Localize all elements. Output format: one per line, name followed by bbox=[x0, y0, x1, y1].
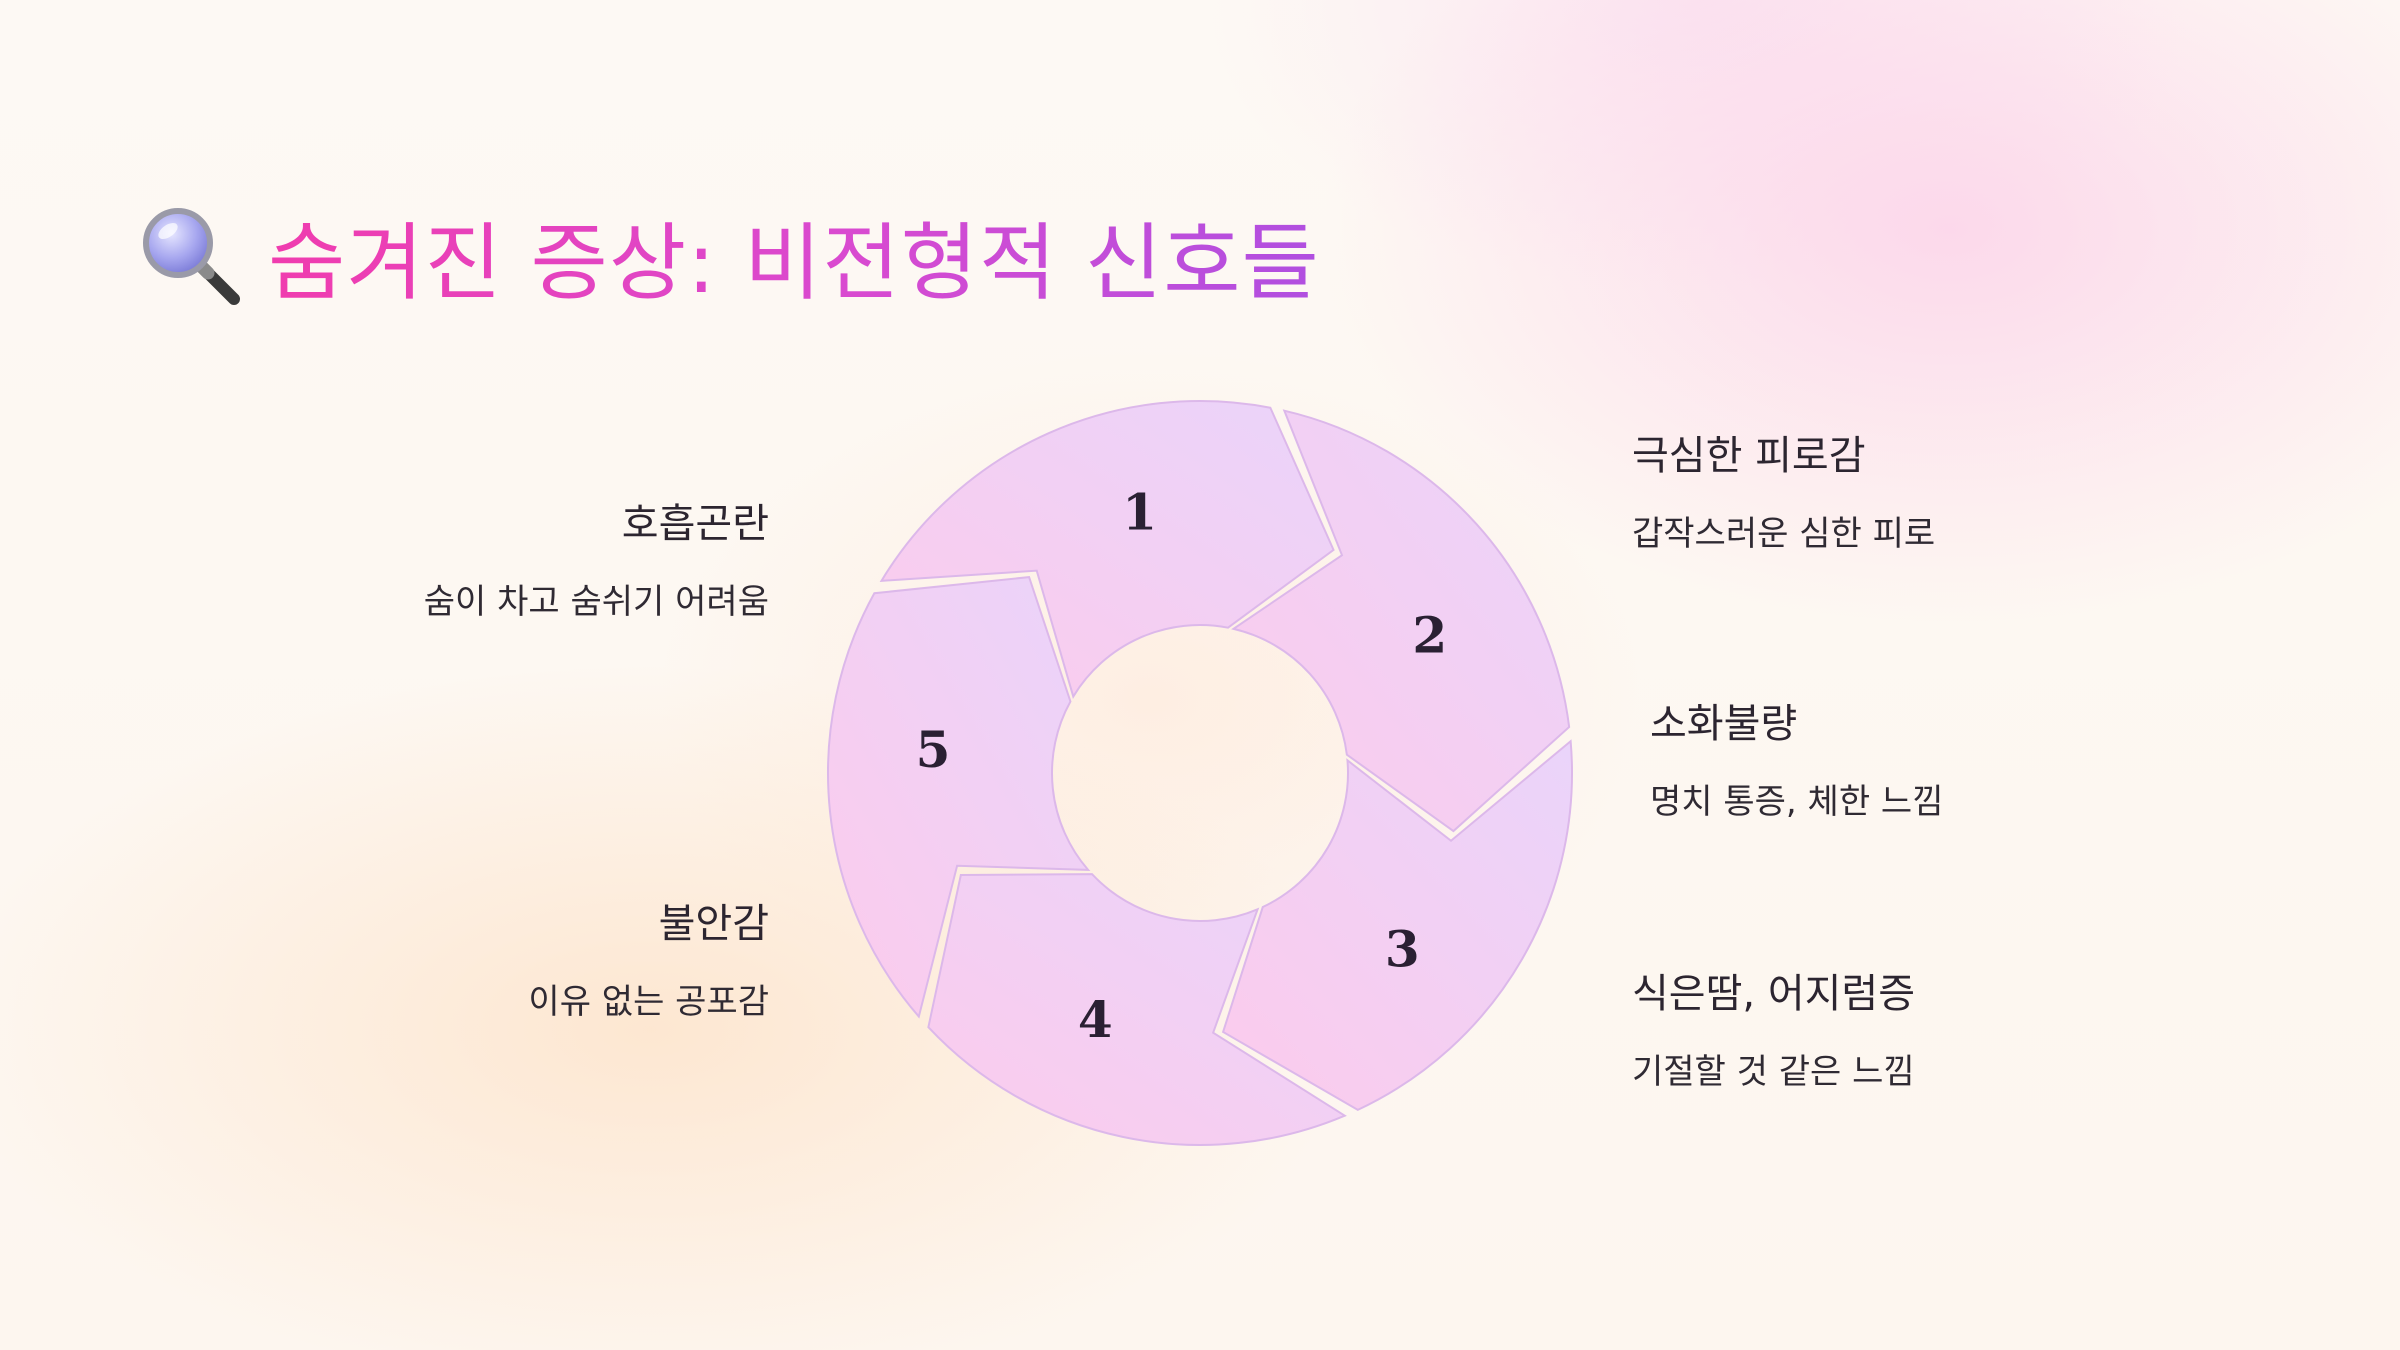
label-1-title: 호흡곤란 bbox=[621, 501, 769, 547]
segment-number-2: 2 bbox=[1412, 605, 1447, 664]
label-4-description: 기절할 것 같은 느낌 bbox=[1632, 1052, 1915, 1092]
segment-number-4: 4 bbox=[1078, 990, 1113, 1049]
label-2: 극심한 피로감 갑작스러운 심한 피로 bbox=[1632, 428, 1935, 558]
page-title: 숨겨진 증상: 비전형적 신호들 bbox=[136, 196, 1320, 316]
magnifying-glass-icon bbox=[143, 208, 240, 305]
cycle-segment-5 bbox=[827, 575, 1091, 1019]
cycle-segment-3 bbox=[1221, 739, 1573, 1111]
label-4: 식은땀, 어지럼증 기절할 것 같은 느낌 bbox=[1632, 966, 1915, 1096]
label-3-title: 소화불량 bbox=[1650, 701, 1798, 747]
cycle-segment-2 bbox=[1231, 409, 1571, 833]
numbers-layer: 1 2 3 4 5 bbox=[916, 482, 1447, 1049]
segment-number-3: 3 bbox=[1385, 919, 1420, 978]
title-text: 숨겨진 증상: 비전형적 신호들 bbox=[268, 196, 1320, 317]
segments-layer bbox=[827, 400, 1573, 1146]
label-1: 호흡곤란 숨이 차고 숨쉬기 어려움 bbox=[424, 496, 769, 626]
segment-number-5: 5 bbox=[916, 720, 951, 779]
segment-number-1: 1 bbox=[1122, 482, 1157, 541]
label-5: 불안감 이유 없는 공포감 bbox=[528, 896, 769, 1026]
label-2-description: 갑작스러운 심한 피로 bbox=[1632, 514, 1936, 554]
label-2-title: 극심한 피로감 bbox=[1632, 433, 1866, 479]
cycle-segment-1 bbox=[879, 400, 1335, 700]
label-3-description: 명치 통증, 체한 느낌 bbox=[1650, 782, 1944, 822]
label-5-title: 불안감 bbox=[658, 901, 769, 947]
label-4-title: 식은땀, 어지럼증 bbox=[1632, 971, 1916, 1017]
label-5-description: 이유 없는 공포감 bbox=[528, 982, 769, 1022]
cycle-segment-4 bbox=[927, 873, 1347, 1146]
label-3: 소화불량 명치 통증, 체한 느낌 bbox=[1650, 696, 1943, 826]
label-1-description: 숨이 차고 숨쉬기 어려움 bbox=[423, 582, 769, 622]
